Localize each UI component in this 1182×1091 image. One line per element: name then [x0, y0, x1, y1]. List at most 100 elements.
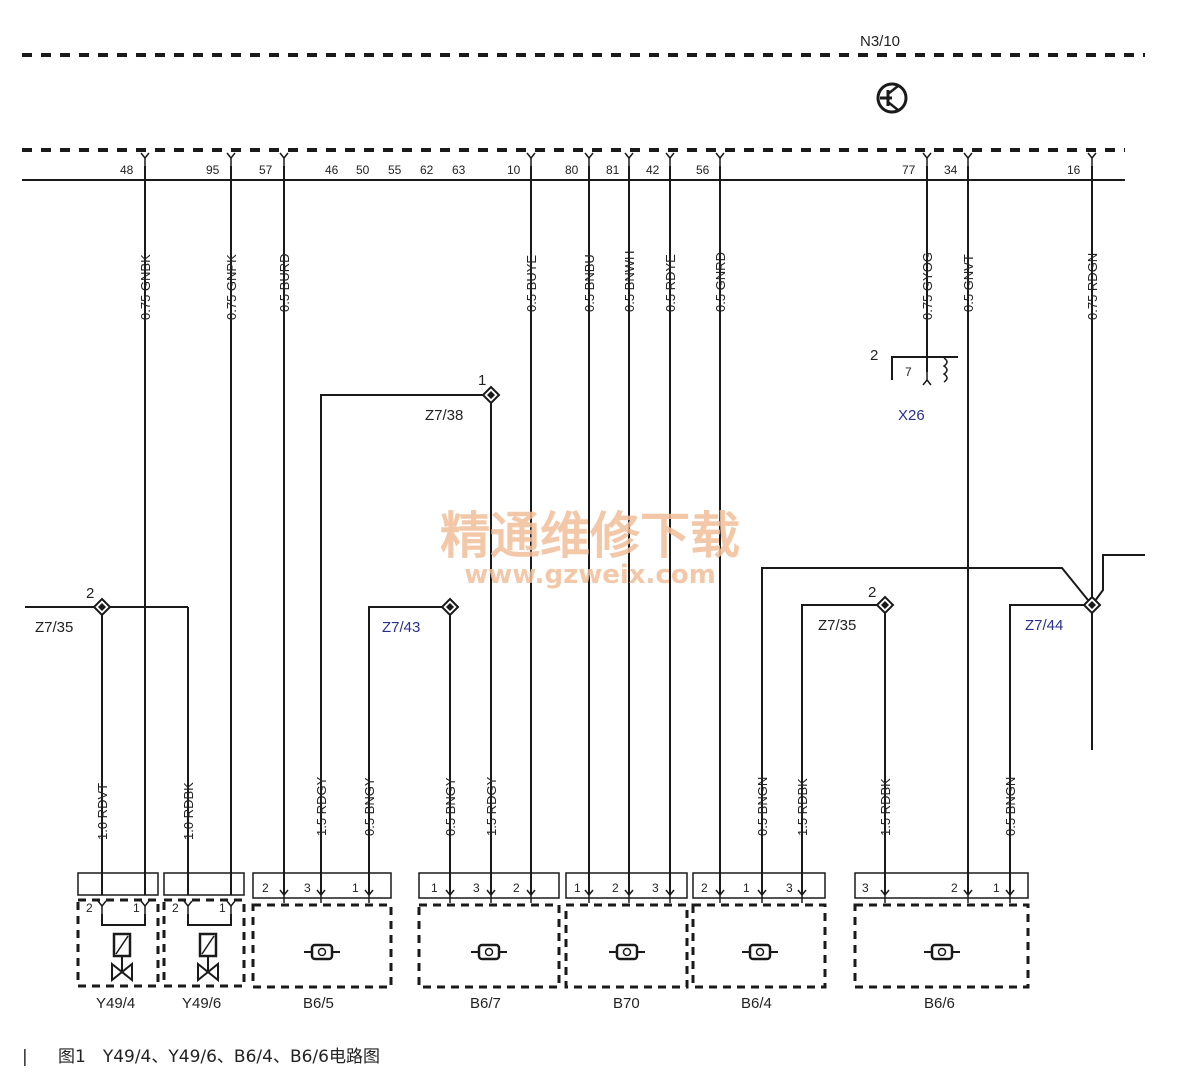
component-label: B6/7	[470, 995, 501, 1012]
wire-label: 0.75 GNPK	[224, 254, 239, 320]
pin-label: 1	[431, 881, 438, 895]
wire-label: 1.5 RDGY	[484, 776, 499, 836]
wire-label: 1.5 RDBK	[878, 778, 893, 836]
component-b6-7: 1 3 2 B6/7	[417, 872, 561, 1012]
component-y49-6: 2 1 Y49/6	[162, 872, 246, 1012]
main-wire-labels: 0.75 GNBK 0.75 GNPK 0.5 BURD 0.5 BUYE 0.…	[138, 251, 1100, 320]
component-b6-4: 2 1 3 B6/4	[691, 872, 827, 1012]
component-label: B70	[613, 995, 640, 1012]
junction-z7-38: 1 Z7/38	[320, 372, 500, 895]
component-b70: 1 2 3 B70	[564, 872, 689, 1012]
z735-left-label: Z7/35	[35, 619, 73, 636]
z735-right-num: 2	[868, 584, 876, 601]
sensor-icon	[302, 943, 342, 961]
wire-label: 1.5 RDGY	[314, 776, 329, 836]
pin-label: 81	[606, 163, 620, 177]
pin-label: 16	[1067, 163, 1081, 177]
caption-text: 图1 Y49/4、Y49/6、B6/4、B6/6电路图	[58, 1047, 380, 1067]
z738-label: Z7/38	[425, 407, 463, 424]
pin-label: 10	[507, 163, 521, 177]
component-y49-4: 2 1 Y49/4	[76, 872, 160, 1012]
pin-label: 1	[574, 881, 581, 895]
component-label: Y49/6	[182, 995, 221, 1012]
junction-z7-43: Z7/43	[368, 598, 459, 895]
connector-x26: 2 7 X26	[870, 347, 958, 424]
pin-label: 3	[786, 881, 793, 895]
wire-label: 0.5 BNBU	[582, 254, 597, 312]
valve-icon	[110, 932, 134, 982]
pin-label: 1	[219, 901, 226, 915]
sensor-icon	[469, 943, 509, 961]
pin-label: 80	[565, 163, 579, 177]
junction-z7-35-right: 2 Z7/35	[801, 584, 894, 895]
component-label: B6/4	[741, 995, 772, 1012]
pin-label: 56	[696, 163, 710, 177]
module-n3-10: N3/10	[22, 33, 1145, 181]
caption-mark: |	[22, 1047, 28, 1067]
z735-left-num: 2	[86, 585, 94, 602]
pin-label: 1	[133, 901, 140, 915]
component-label: Y49/4	[96, 995, 135, 1012]
junction-z7-35-left: 2 Z7/35	[25, 585, 189, 895]
z735-right-label: Z7/35	[818, 617, 856, 634]
junction-z7-44: Z7/44	[761, 554, 1145, 895]
figure-caption: | 图1 Y49/4、Y49/6、B6/4、B6/6电路图	[22, 1047, 380, 1067]
lower-wire-labels: 1.0 RDVT 1.0 RDBK 1.5 RDGY 0.5 BNGY 0.5 …	[95, 776, 1018, 840]
sensor-icon	[607, 943, 647, 961]
pin-label: 3	[862, 881, 869, 895]
pin-label: 42	[646, 163, 660, 177]
watermark: 精通维修下载 www.gzweix.com	[440, 507, 740, 590]
wire-label: 0.5 GNVT	[961, 254, 976, 312]
module-label: N3/10	[860, 33, 900, 50]
component-label: B6/5	[303, 995, 334, 1012]
z744-label: Z7/44	[1025, 617, 1063, 634]
pin-label: 1	[993, 881, 1000, 895]
pin-label: 1	[743, 881, 750, 895]
pin-label: 77	[902, 163, 916, 177]
pin-label: 34	[944, 163, 958, 177]
wire-label: 0.5 RDYE	[663, 254, 678, 312]
wire-label: 0.75 GNBK	[138, 254, 153, 320]
x26-num: 2	[870, 347, 878, 364]
component-b6-5: 2 3 1 B6/5	[251, 872, 393, 1012]
valve-icon	[196, 932, 220, 982]
wire-label: 1.0 RDVT	[95, 783, 110, 840]
pin-label: 95	[206, 163, 220, 177]
wire-label: 0.5 BURD	[277, 253, 292, 312]
pin-label: 46	[325, 163, 339, 177]
wire-label: 0.5 GNRD	[713, 252, 728, 312]
component-b6-6: 3 2 1 B6/6	[853, 872, 1030, 1012]
wire-label: 0.5 BNGY	[362, 777, 377, 836]
transistor-icon	[876, 82, 908, 114]
pin-label: 63	[452, 163, 466, 177]
pin-label: 3	[652, 881, 659, 895]
wire-label: 0.75 RDGN	[1085, 253, 1100, 320]
wire-label: 0.5 BNGN	[755, 777, 770, 836]
watermark-title: 精通维修下载	[440, 507, 740, 565]
module-pins: 48 95 57 46 50 55 62 63 10 80 81 42 56 7…	[120, 163, 1081, 177]
pin-label: 57	[259, 163, 273, 177]
x26-pin: 7	[905, 365, 912, 379]
pin-label: 1	[352, 881, 359, 895]
pin-label: 3	[473, 881, 480, 895]
watermark-url: www.gzweix.com	[464, 560, 716, 590]
wire-label: 0.5 BNWH	[622, 251, 637, 312]
pin-label: 2	[86, 901, 93, 915]
pin-label: 62	[420, 163, 434, 177]
sensor-icon	[922, 943, 962, 961]
wire-label: 0.5 BNGY	[443, 777, 458, 836]
pin-label: 50	[356, 163, 370, 177]
wire-label: 0.5 BNGN	[1003, 777, 1018, 836]
sensor-icon	[740, 943, 780, 961]
wire-label: 0.5 BUYE	[524, 255, 539, 312]
component-label: B6/6	[924, 995, 955, 1012]
main-wires	[144, 166, 1093, 895]
wire-label: 1.5 RDBK	[795, 778, 810, 836]
pin-label: 2	[172, 901, 179, 915]
pin-label: 48	[120, 163, 134, 177]
wire-label: 0.75 GYOG	[920, 252, 935, 320]
pin-label: 2	[262, 881, 269, 895]
pin-label: 3	[304, 881, 311, 895]
wire-label: 1.0 RDBK	[181, 782, 196, 840]
